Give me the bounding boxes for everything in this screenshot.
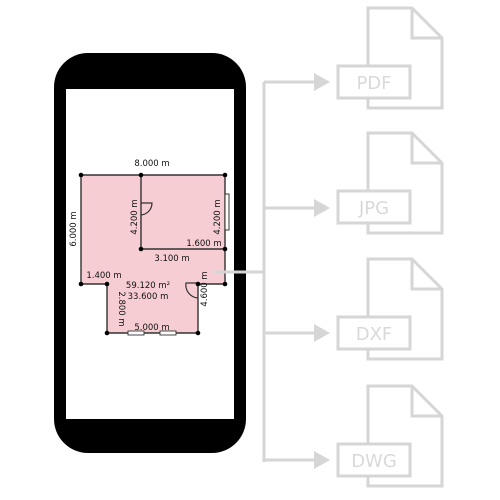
dim-right-height: 4.600 m xyxy=(200,271,210,306)
file-label-dxf: DXF xyxy=(356,324,393,345)
file-label-pdf: PDF xyxy=(356,73,391,94)
floor-plan: 8.000 m 6.000 m 4.200 m 4.200 m 1.600 m … xyxy=(69,159,230,336)
area-value: 59.120 m² xyxy=(126,281,170,291)
perimeter-value: 33.600 m xyxy=(128,292,169,302)
door-inner xyxy=(140,202,153,216)
dim-inner-bottom-width: 3.100 m xyxy=(154,254,189,264)
file-label-jpg: JPG xyxy=(358,198,389,219)
dim-lower-left-height: 2.800 m xyxy=(116,291,126,326)
window-right xyxy=(224,193,230,231)
dim-inner-left-height: 4.200 m xyxy=(130,199,140,234)
dim-inner-right-height: 4.200 m xyxy=(213,199,223,234)
corner-markers xyxy=(78,172,228,336)
file-icon-dxf: DXF xyxy=(336,257,444,361)
arrowhead-dwg xyxy=(314,451,330,469)
file-icon-pdf: PDF xyxy=(336,6,444,110)
arrowhead-dxf xyxy=(314,324,330,342)
export-connectors xyxy=(214,80,316,462)
file-icon-dwg: DWG xyxy=(336,384,444,488)
dim-bottom-width: 5.000 m xyxy=(134,323,169,333)
door-right xyxy=(185,282,199,299)
window-bottom-1 xyxy=(127,330,145,336)
dim-left-step: 1.400 m xyxy=(86,271,121,281)
file-icon-jpg: JPG xyxy=(336,131,444,235)
arrowhead-pdf xyxy=(314,73,330,91)
arrowheads xyxy=(314,73,330,469)
window-bottom-2 xyxy=(159,330,177,336)
dim-inner-bottom-right: 1.600 m xyxy=(186,239,221,249)
file-label-dwg: DWG xyxy=(351,451,397,472)
arrowhead-jpg xyxy=(314,199,330,217)
dim-left-height: 6.000 m xyxy=(69,211,79,246)
dim-top-width: 8.000 m xyxy=(134,159,169,169)
